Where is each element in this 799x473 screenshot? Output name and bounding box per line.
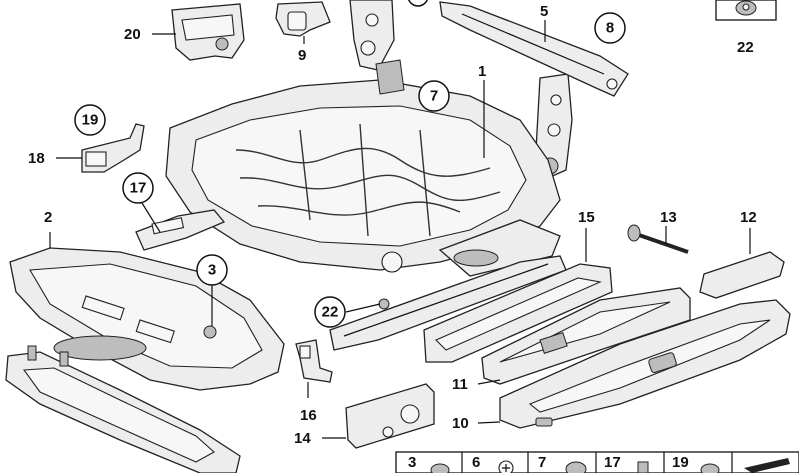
label-11: 11 (452, 376, 468, 393)
label-22: 22 (737, 39, 754, 56)
label-5: 5 (540, 3, 548, 20)
legend-label-7: 7 (538, 454, 546, 471)
legend-label-3: 3 (408, 454, 416, 471)
callout-17: 17 (122, 172, 154, 204)
callout-22: 22 (314, 296, 346, 328)
label-18: 18 (28, 150, 45, 167)
label-20: 20 (124, 26, 141, 43)
legend-label-6: 6 (472, 454, 480, 471)
inset-22 (715, 0, 777, 21)
svg-text:7: 7 (430, 88, 438, 105)
label-13: 13 (660, 209, 677, 226)
label-15: 15 (578, 209, 595, 226)
legend-strip: 3 6 7 17 19 (395, 451, 799, 473)
part-12-cover (699, 251, 785, 299)
backrest-pivot-left (349, 0, 395, 71)
part-18-bracket (81, 123, 145, 173)
label-1: 1 (478, 63, 486, 80)
legend-label-19: 19 (672, 454, 689, 471)
svg-text:19: 19 (82, 112, 99, 129)
part-14-module (345, 383, 435, 449)
part-1-seat-frame (165, 59, 561, 277)
label-9: 9 (298, 47, 306, 64)
label-12: 12 (740, 209, 757, 226)
part-10-side-trim (499, 299, 791, 429)
lower-seat-rail (329, 255, 567, 351)
svg-text:17: 17 (130, 180, 147, 197)
part-9-clip (275, 1, 331, 37)
svg-text:3: 3 (208, 262, 216, 279)
label-14: 14 (294, 430, 311, 447)
part-15-cover (423, 263, 613, 363)
label-10: 10 (452, 415, 469, 432)
part-5-cross-rod (439, 1, 629, 97)
left-seat-rail (135, 209, 226, 251)
part-13-screw (627, 224, 689, 254)
svg-text:8: 8 (606, 20, 614, 37)
legend-label-17: 17 (604, 454, 621, 471)
part-20-bracket (171, 3, 245, 61)
callout-7: 7 (418, 80, 450, 112)
callout-3: 3 (196, 254, 228, 286)
label-2: 2 (44, 209, 52, 226)
callout-8: 8 (594, 12, 626, 44)
label-16: 16 (300, 407, 317, 424)
part-16-clip (295, 339, 333, 383)
callout-19: 19 (74, 104, 106, 136)
front-trim-cover (5, 345, 241, 473)
svg-text:22: 22 (322, 304, 339, 321)
